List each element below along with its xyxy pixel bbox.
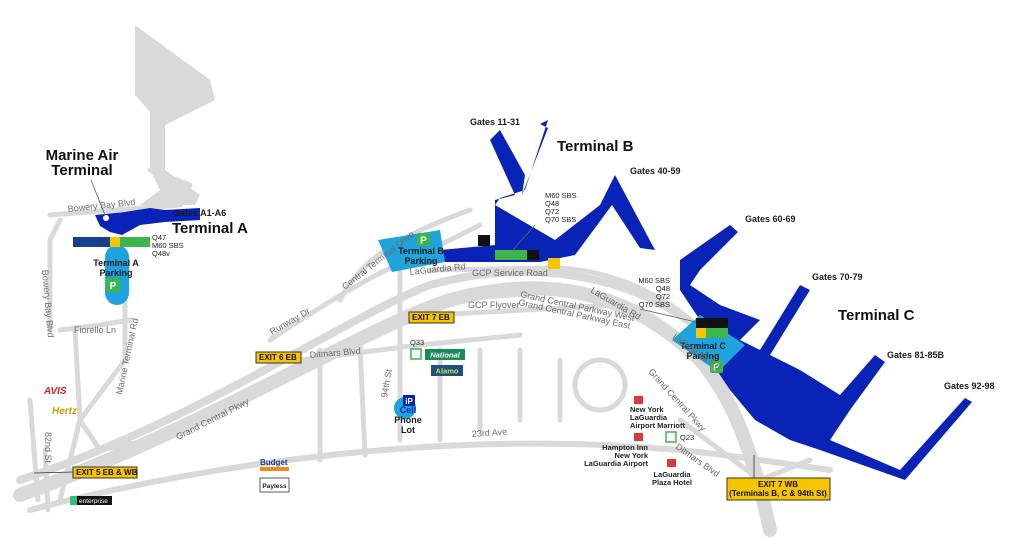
terminals-b-gates-1-label: Gates 40-59 xyxy=(630,166,681,176)
roads-gcp_service-label: GCP Service Road xyxy=(472,268,548,278)
hotels-1-2-label: LaGuardia Airport xyxy=(584,459,648,468)
bus-icon xyxy=(665,431,677,443)
hotel-icons xyxy=(634,396,676,467)
terminals-b-bus-2-label: Q72 xyxy=(545,207,559,216)
exits-e7wb-0-label: EXIT 7 WB xyxy=(758,480,798,489)
terminals-c-bus-1-label: Q48 xyxy=(656,284,670,293)
parking-icon xyxy=(417,233,430,246)
rentals-avis-label: AVIS xyxy=(43,386,67,397)
terminals-c-gates-3-label: Gates 92-98 xyxy=(944,381,995,391)
hotels-1-1-label: New York xyxy=(615,451,649,460)
terminals-c-gates-0-label: Gates 60-69 xyxy=(745,214,796,224)
hotels-0-1-label: LaGuardia xyxy=(630,413,668,422)
terminals-c-name-label: Terminal C xyxy=(838,307,915,324)
terminals-c-bus-2-label: Q72 xyxy=(656,292,670,301)
cell_lot-1-label: Phone xyxy=(394,415,422,425)
enterprise-logo xyxy=(70,496,112,505)
rentals-alamo-label: Alamo xyxy=(436,367,459,376)
marine-air-terminal-marker xyxy=(103,215,109,221)
parking_symbol-label: P xyxy=(713,363,720,374)
terminals-c-gates-2-label: Gates 81-85B xyxy=(887,350,945,360)
roads-fiorello-label: Fiorello Ln xyxy=(74,325,116,335)
terminals-b-name-label: Terminal B xyxy=(557,138,634,155)
terminals-marine_air-1-label: Terminal xyxy=(51,162,112,179)
rentals-enterprise-label: enterprise xyxy=(79,498,108,505)
terminals-a-name-label: Terminal A xyxy=(172,220,248,237)
terminals-c-bus-3-label: Q70 SBS xyxy=(639,300,670,309)
terminals-b-bus-3-label: Q70 SBS xyxy=(545,215,576,224)
roads-runway-label: Runway Dr xyxy=(268,306,312,337)
rentals-hertz-label: Hertz xyxy=(52,406,77,417)
parking_symbol-label: P xyxy=(420,236,427,247)
roads-marine_terminal-label: Marine Terminal Rd xyxy=(114,317,140,395)
terminals-a-bus-1-label: M60 SBS xyxy=(152,241,184,250)
cell-phone-icon xyxy=(403,395,415,406)
bus-icon xyxy=(410,348,422,360)
terminal-c-parking[interactable] xyxy=(672,315,745,372)
terminal-c-building xyxy=(680,225,972,480)
hotels-2-1-label: Plaza Hotel xyxy=(652,478,692,487)
terminals-b-bus-0-label: M60 SBS xyxy=(545,191,577,200)
roads-ave23-label: 23rd Ave xyxy=(471,427,507,439)
payless-logo xyxy=(259,477,290,493)
roads-st94-label: 94th St xyxy=(379,368,394,398)
terminals-c-parking-0-label: Terminal C xyxy=(680,341,726,351)
terminal-c-transit-icons xyxy=(696,318,728,338)
terminals-c-gates-1-label: Gates 70-79 xyxy=(812,272,863,282)
terminals-a-parking-0-label: Terminal A xyxy=(93,258,139,268)
roads-bowery_bay_blvd_2-label: Bowery Bay Blvd xyxy=(40,269,56,338)
hotels-0-2-label: Airport Marriott xyxy=(630,421,686,430)
parking_symbol-label: P xyxy=(110,281,117,292)
terminals-b-gates-0-label: Gates 11-31 xyxy=(470,117,520,127)
terminals-b-bus-1-label: Q48 xyxy=(545,199,559,208)
exits-e7wb-1-label: (Terminals B, C & 94th St) xyxy=(729,489,827,498)
roads-ditmars-label: Ditmars Blvd xyxy=(309,346,361,360)
rentals-national-label: National xyxy=(430,351,461,360)
rentals-budget-label: Budget xyxy=(260,458,288,467)
hotels-1-0-label: Hampton Inn xyxy=(602,443,648,452)
terminals-c-bus-0-label: M60 SBS xyxy=(638,276,670,285)
terminals-b-parking-0-label: Terminal B xyxy=(398,246,444,256)
terminals-marine_air-0-label: Marine Air xyxy=(46,147,119,164)
bus_q33-label: Q33 xyxy=(410,338,424,347)
terminal-a-building xyxy=(95,208,200,235)
terminal-a-transit-icons xyxy=(73,237,150,247)
cell_lot-2-label: Lot xyxy=(401,425,415,435)
national-logo xyxy=(425,349,465,360)
terminals-a-parking-1-label: Parking xyxy=(99,268,132,278)
terminals-b-parking-1-label: Parking xyxy=(404,256,437,266)
budget-logo-stripe xyxy=(260,467,289,471)
exits-e5-label: EXIT 5 EB & WB xyxy=(76,468,138,477)
terminals-a-gates-label: Gates A1-A6 xyxy=(173,208,226,218)
terminals-a-bus-2-label: Q48v xyxy=(152,249,170,258)
terminals-a-bus-0-label: Q47 xyxy=(152,233,166,242)
parking-icon xyxy=(710,360,723,373)
roads-st82-label: 82nd St xyxy=(43,432,53,464)
airfield-area xyxy=(135,25,215,205)
exits-e6-label: EXIT 6 EB xyxy=(259,353,297,362)
exit-7-wb-sign: EXIT 7 WB(Terminals B, C & 94th St) xyxy=(726,477,831,501)
cell_icon-label: iP xyxy=(405,397,413,406)
exits-e7eb-label: EXIT 7 EB xyxy=(412,313,450,322)
exit-5-sign: EXIT 5 EB & WB xyxy=(72,466,138,479)
bus_q23-label: Q23 xyxy=(680,433,694,442)
cell_lot-0-label: Cell xyxy=(400,405,417,415)
terminal-b-building xyxy=(440,120,655,262)
hotels-2-0-label: LaGuardia xyxy=(653,470,691,479)
terminals-c-parking-1-label: Parking xyxy=(686,351,719,361)
hotels-0-0-label: New York xyxy=(630,405,664,414)
alamo-logo xyxy=(431,365,463,376)
parking-icon xyxy=(106,278,120,292)
rentals-payless-label: Payless xyxy=(262,483,287,490)
exit-6-sign: EXIT 6 EB xyxy=(255,351,302,364)
roads-gcp_flyover-label: GCP Flyover xyxy=(468,300,519,310)
exit-7-eb-sign: EXIT 7 EB xyxy=(408,311,455,324)
terminal-b-transit-icons xyxy=(478,235,560,269)
